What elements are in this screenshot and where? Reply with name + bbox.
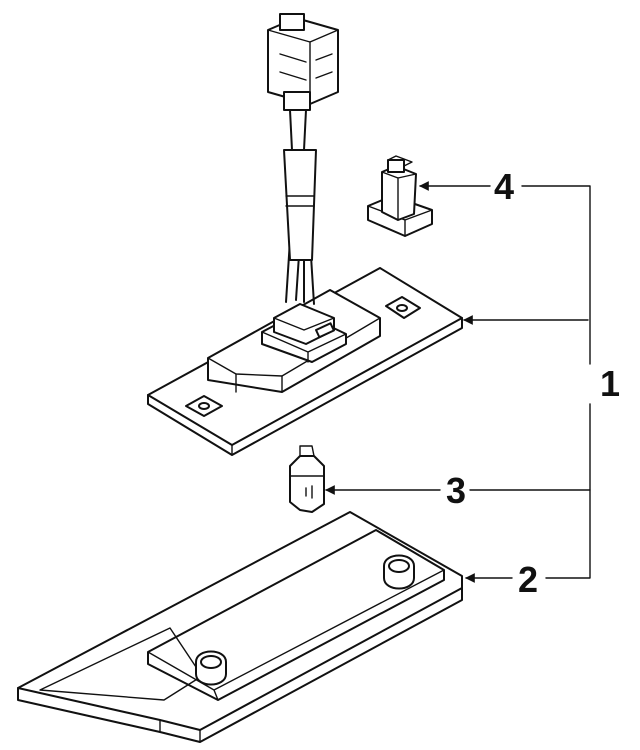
callout-2: 2 — [518, 559, 538, 600]
callout-1: 1 — [600, 363, 620, 404]
leader-lines — [325, 181, 591, 583]
lens-bezel-part — [17, 511, 463, 743]
callout-3: 3 — [446, 470, 466, 511]
socket-grommet-part — [367, 155, 433, 237]
lamp-housing-part — [147, 13, 463, 456]
bulb-part — [289, 445, 325, 513]
callout-4: 4 — [494, 166, 514, 207]
